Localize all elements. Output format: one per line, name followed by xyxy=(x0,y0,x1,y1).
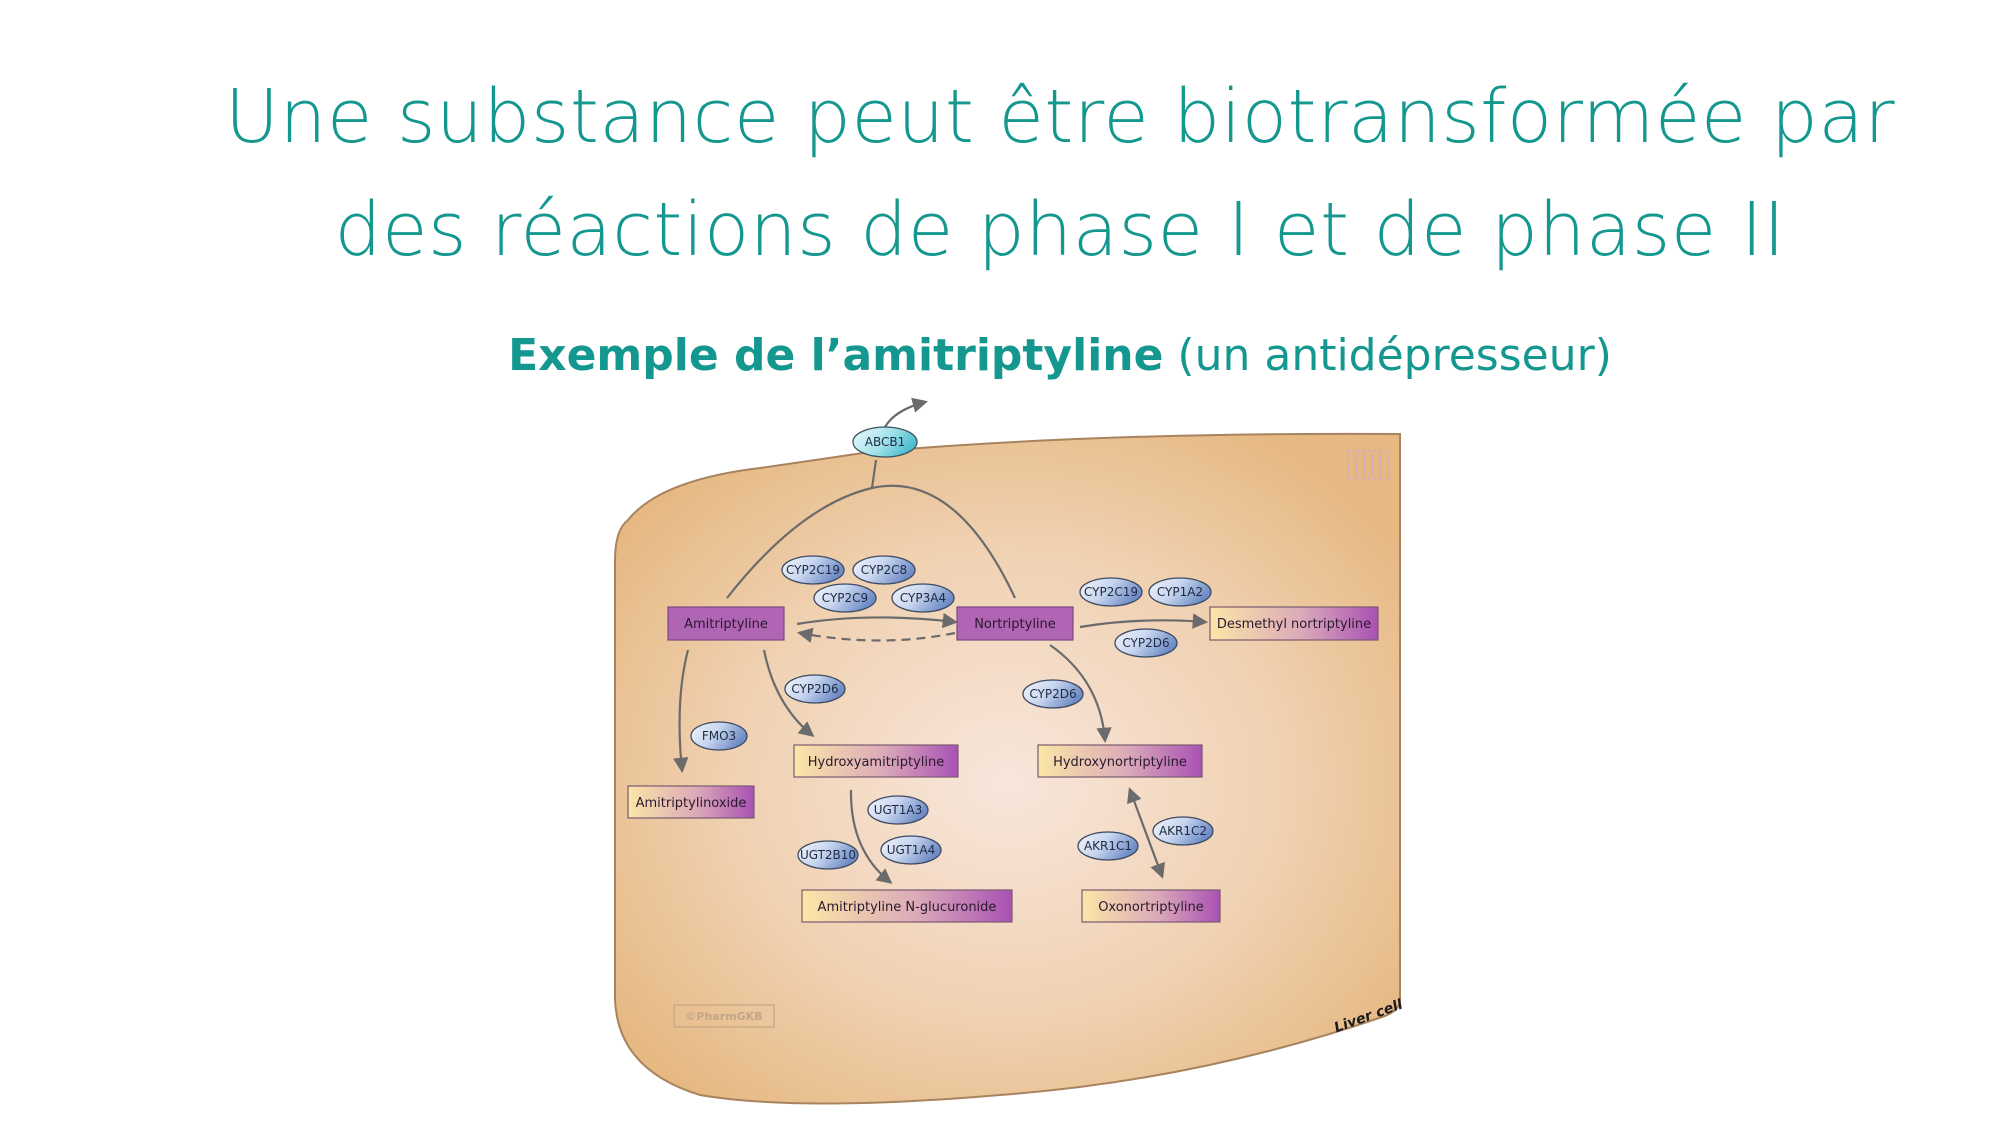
svg-text:Amitriptyline N-glucuronide: Amitriptyline N-glucuronide xyxy=(818,900,997,915)
enzyme-cyp2d6-desmethyl: CYP2D6 xyxy=(1114,628,1178,658)
svg-text:CYP2D6: CYP2D6 xyxy=(791,682,838,696)
svg-text:Hydroxynortriptyline: Hydroxynortriptyline xyxy=(1053,755,1187,770)
nor-to-hydroxynor-arrow xyxy=(1049,644,1112,744)
slide-title-line-2: des réactions de phase I et de phase II xyxy=(334,187,1786,273)
compound-hydroxyamitriptyline: Hydroxyamitriptyline xyxy=(793,744,959,778)
enzyme-cyp2c9: CYP2C9 xyxy=(813,583,877,613)
hydroxy-to-glucuronide-arrow xyxy=(849,789,893,884)
svg-text:CYP2C19: CYP2C19 xyxy=(1084,585,1138,599)
nor-to-ami-dashed-arrow xyxy=(796,627,956,643)
svg-text:AKR1C2: AKR1C2 xyxy=(1159,824,1207,838)
svg-text:CYP2C19: CYP2C19 xyxy=(786,563,840,577)
membrane-icon xyxy=(1347,450,1389,480)
compound-nortriptyline: Nortriptyline xyxy=(956,606,1074,641)
compound-desmethyl-nortriptyline: Desmethyl nortriptyline xyxy=(1209,606,1379,641)
svg-text:FMO3: FMO3 xyxy=(702,729,736,743)
abcb1-stem xyxy=(870,459,878,489)
svg-text:Hydroxyamitriptyline: Hydroxyamitriptyline xyxy=(808,755,945,770)
enzyme-cyp3a4: CYP3A4 xyxy=(891,583,955,613)
slide-title-line-1: Une substance peut être biotransformée p… xyxy=(224,74,1896,160)
enzyme-cyp2c19-a: CYP2C19 xyxy=(781,555,845,585)
enzyme-cyp2d6-hydroxynor: CYP2D6 xyxy=(1022,679,1084,709)
enzyme-cyp2d6-hydroxyami: CYP2D6 xyxy=(784,674,846,704)
svg-text:UGT1A3: UGT1A3 xyxy=(874,803,922,817)
enzyme-fmo3: FMO3 xyxy=(690,721,748,751)
svg-text:CYP2C8: CYP2C8 xyxy=(861,563,907,577)
svg-text:UGT1A4: UGT1A4 xyxy=(887,843,935,857)
svg-text:©PharmGKB: ©PharmGKB xyxy=(685,1010,762,1023)
enzyme-cyp2c8: CYP2C8 xyxy=(852,555,916,585)
svg-text:CYP2D6: CYP2D6 xyxy=(1029,687,1076,701)
ami-to-hydroxy-arrow xyxy=(762,649,815,737)
compound-hydroxynortriptyline: Hydroxynortriptyline xyxy=(1037,744,1203,778)
compound-oxonortriptyline: Oxonortriptyline xyxy=(1081,889,1221,923)
svg-text:UGT2B10: UGT2B10 xyxy=(800,848,856,862)
svg-text:CYP1A2: CYP1A2 xyxy=(1157,585,1203,599)
svg-text:CYP2D6: CYP2D6 xyxy=(1122,636,1169,650)
slide-subtitle: Exemple de l’amitriptyline (un antidépre… xyxy=(60,330,2000,381)
subtitle-bold: Exemple de l’amitriptyline xyxy=(508,330,1164,381)
enzyme-akr1c1: AKR1C1 xyxy=(1077,831,1139,861)
svg-text:CYP2C9: CYP2C9 xyxy=(822,591,868,605)
enzyme-ugt2b10: UGT2B10 xyxy=(797,840,859,870)
liver-cell-shape xyxy=(614,432,1401,1105)
enzyme-abcb1: ABCB1 xyxy=(852,426,918,458)
svg-text:Nortriptyline: Nortriptyline xyxy=(974,617,1056,632)
compound-amitriptylinoxide: Amitriptylinoxide xyxy=(627,785,755,819)
ami-to-nor-arrow xyxy=(796,612,959,629)
subtitle-rest: (un antidépresseur) xyxy=(1163,330,1612,381)
ami-to-oxide-arrow xyxy=(673,649,690,774)
enzyme-akr1c2: AKR1C2 xyxy=(1152,816,1214,846)
nor-to-desmethyl-arrow xyxy=(1079,613,1209,629)
svg-text:Oxonortriptyline: Oxonortriptyline xyxy=(1098,900,1204,915)
svg-text:AKR1C1: AKR1C1 xyxy=(1084,839,1132,853)
pharmgkb-copyright: ©PharmGKB xyxy=(673,1004,775,1028)
svg-text:Amitriptyline: Amitriptyline xyxy=(684,617,768,632)
svg-text:Amitriptylinoxide: Amitriptylinoxide xyxy=(636,796,747,811)
enzyme-ugt1a3: UGT1A3 xyxy=(867,795,929,825)
hydroxynor-oxonor-arrow xyxy=(1127,787,1165,879)
enzyme-ugt1a4: UGT1A4 xyxy=(880,835,942,865)
svg-text:Desmethyl nortriptyline: Desmethyl nortriptyline xyxy=(1217,617,1371,632)
svg-text:CYP3A4: CYP3A4 xyxy=(900,591,946,605)
abcb1-export-arrow xyxy=(884,397,928,428)
enzyme-cyp1a2: CYP1A2 xyxy=(1148,577,1212,607)
compound-amitriptyline: Amitriptyline xyxy=(667,606,785,641)
enzyme-cyp2c19-b: CYP2C19 xyxy=(1079,577,1143,607)
compound-amitriptyline-n-glucuronide: Amitriptyline N-glucuronide xyxy=(801,889,1013,923)
svg-text:ABCB1: ABCB1 xyxy=(865,435,905,449)
